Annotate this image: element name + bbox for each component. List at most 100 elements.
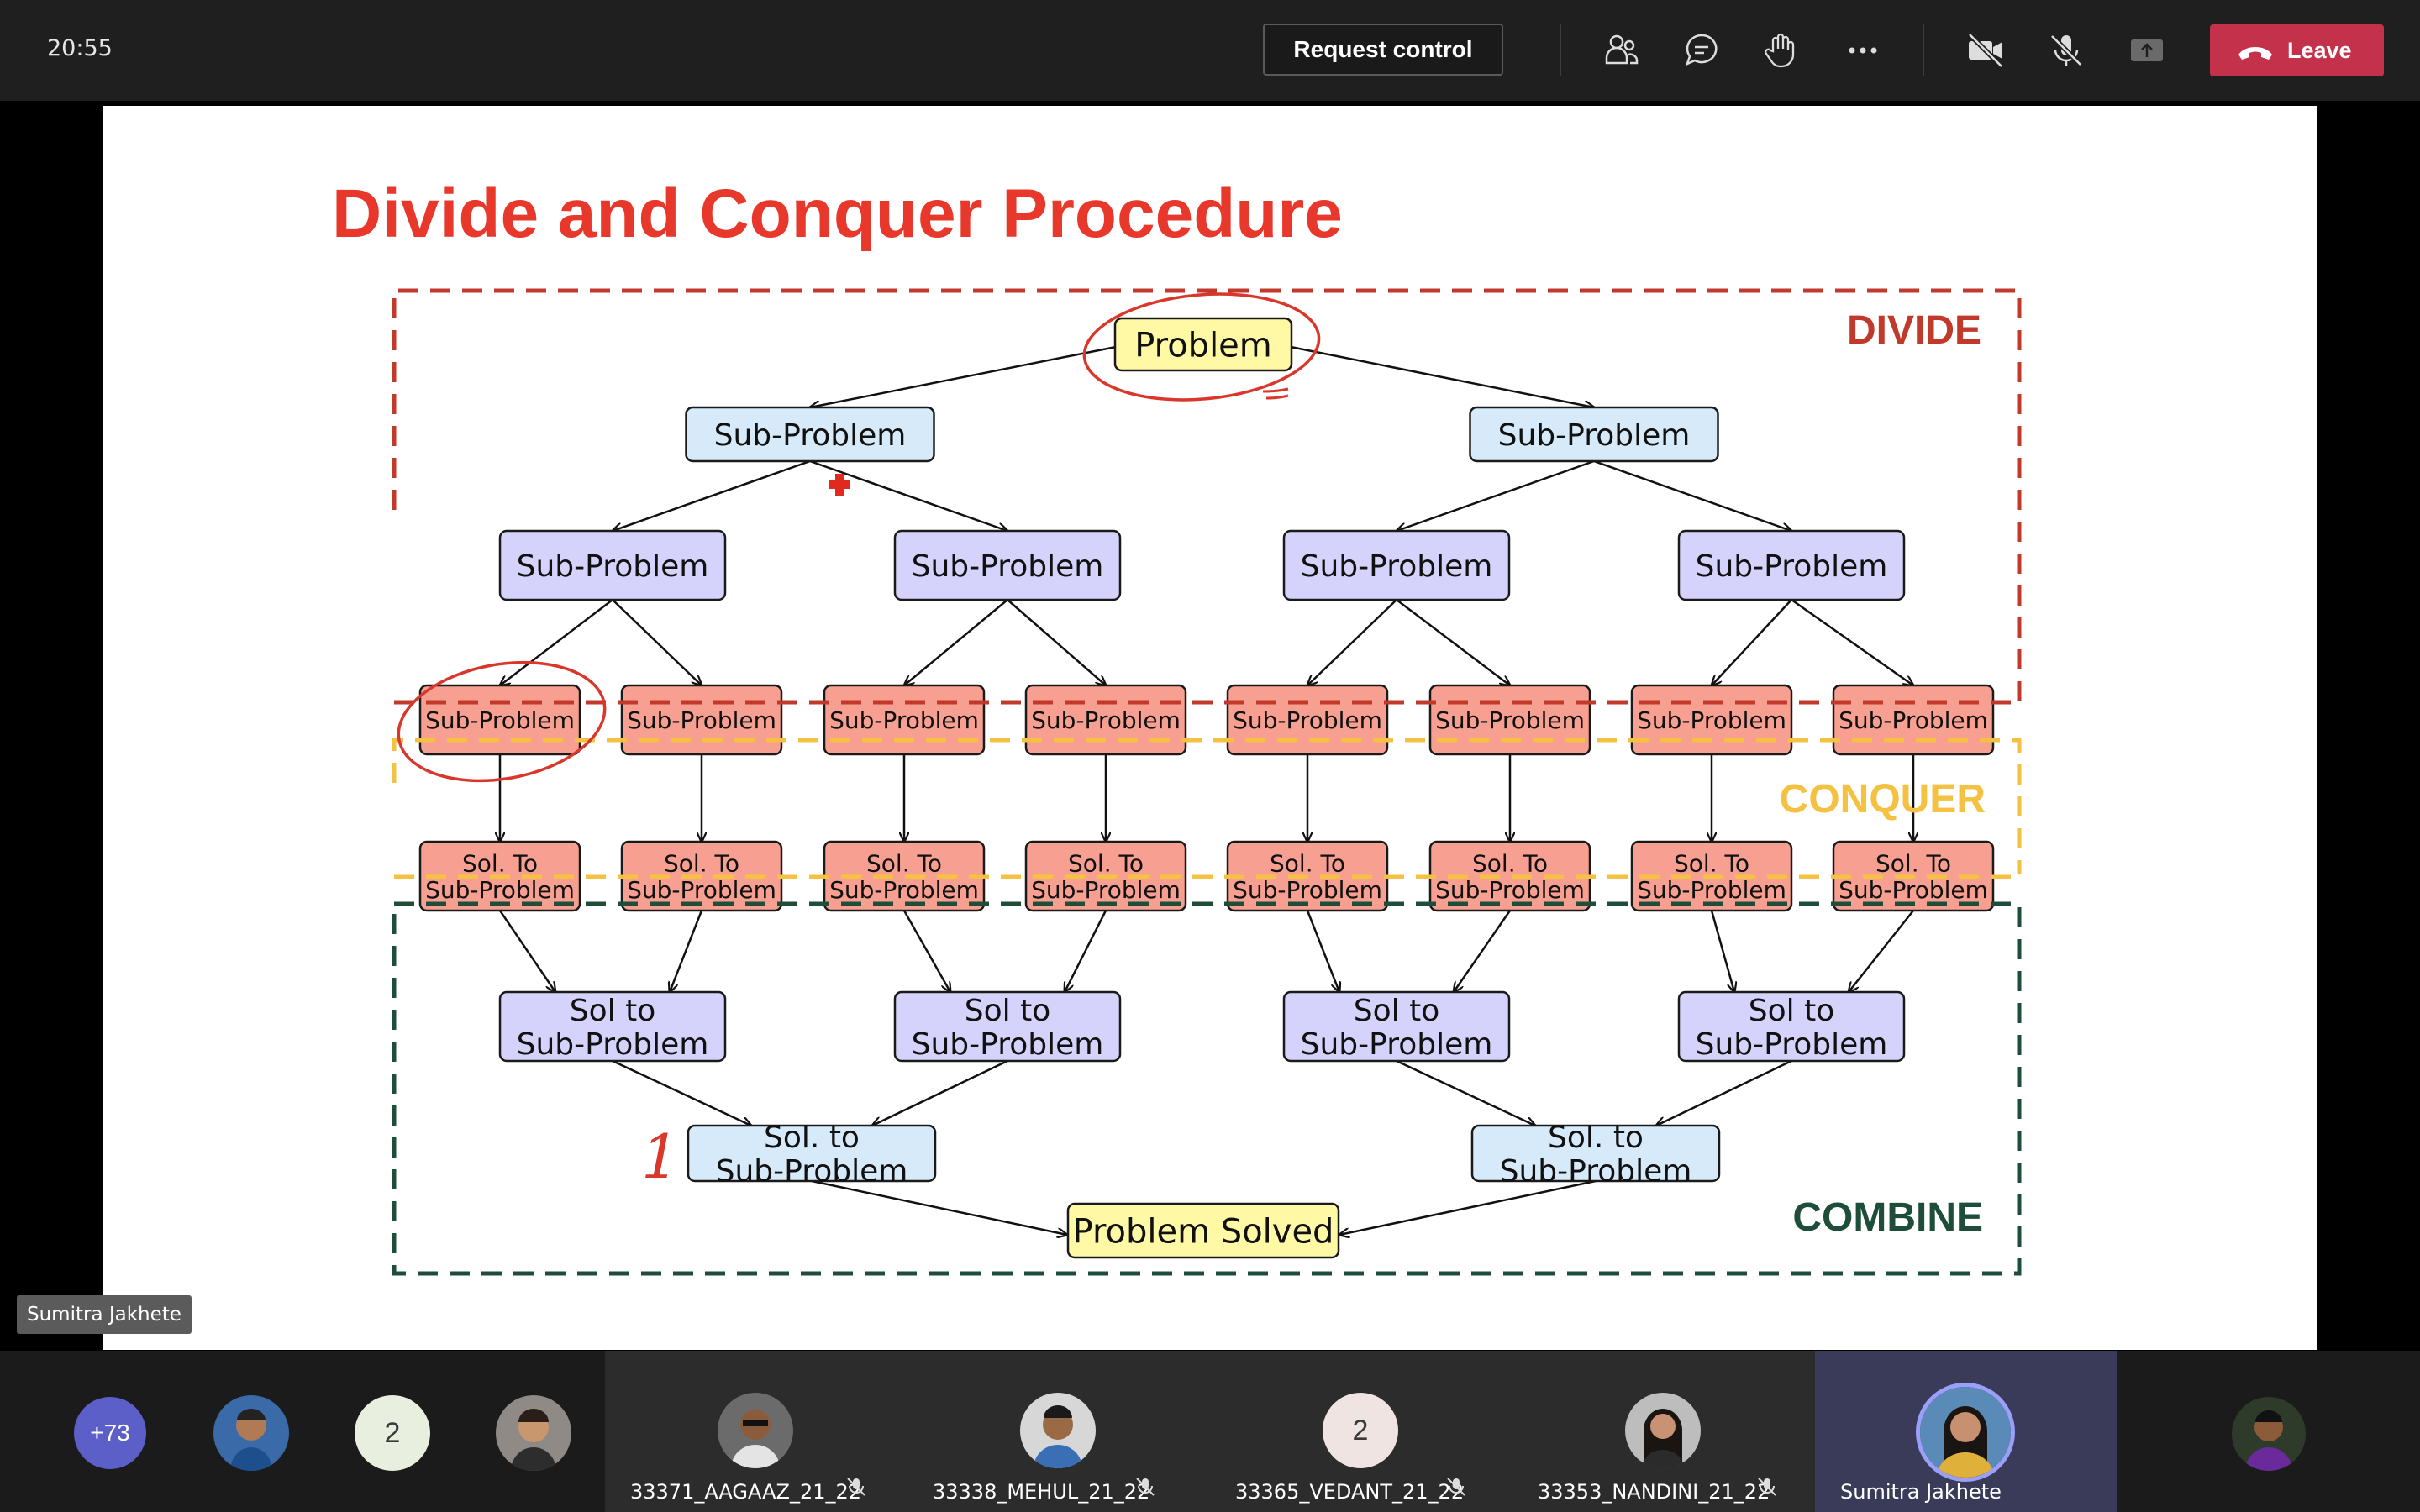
node-label: Sol to — [570, 994, 655, 1028]
participant-avatar[interactable] — [213, 1395, 289, 1471]
meeting-timer: 20:55 — [47, 35, 113, 61]
node-label: Sol. To — [1472, 849, 1548, 877]
raise-hand-icon[interactable] — [1761, 29, 1803, 71]
conquer-label: CONQUER — [1780, 777, 1986, 822]
participant-avatar[interactable] — [2232, 1397, 2306, 1471]
sub-problem-node: Sub-Problem — [498, 529, 727, 601]
participant-count-badge[interactable]: 2 — [355, 1395, 430, 1471]
node-label: Sol. to — [764, 1121, 860, 1155]
tree-edge — [809, 459, 1007, 531]
node-label: Sol. To — [1674, 849, 1749, 877]
tree-edge — [1307, 599, 1397, 685]
camera-off-icon[interactable] — [1965, 29, 2007, 71]
sub-problem-node: Sub-Problem — [620, 684, 783, 756]
tree-edge — [811, 1179, 1067, 1235]
tree-edge — [613, 459, 811, 531]
tree-edge — [872, 1059, 1008, 1126]
node-label: Sol. To — [866, 849, 942, 877]
share-icon[interactable] — [2126, 29, 2168, 71]
problem-node: Problem — [1113, 317, 1293, 372]
mic-off-icon — [845, 1476, 867, 1502]
pen-underline-annotation — [1262, 387, 1289, 400]
tree-edge — [1396, 1059, 1535, 1126]
node-label: Sub-Problem — [1498, 418, 1691, 453]
speaker-name-tag: Sumitra Jakhete — [17, 1295, 192, 1334]
node-label: Problem — [1134, 326, 1272, 365]
tree-edge — [1007, 599, 1106, 685]
node-label: Sub-Problem — [425, 706, 575, 734]
tree-edge — [904, 599, 1008, 685]
toolbar-divider — [1560, 24, 1561, 76]
pen-number-annotation: 1 — [641, 1121, 680, 1192]
node-label: Sol. To — [1068, 849, 1144, 877]
node-label: Sub-Problem — [1301, 1027, 1493, 1062]
node-label: Sol. To — [1876, 849, 1951, 877]
leave-button[interactable]: Leave — [2210, 24, 2384, 76]
node-label: Sol. To — [664, 849, 739, 877]
sub-problem-node: Sub-Problem — [1677, 529, 1906, 601]
sub-problem-node: Sub-Problem — [893, 529, 1122, 601]
slide-title: Divide and Conquer Procedure — [332, 176, 1343, 252]
tree-edge — [1397, 459, 1595, 531]
participant-tile[interactable]: 33338_MEHUL_21_22 — [908, 1351, 1210, 1512]
node-label: Sub-Problem — [1435, 706, 1585, 734]
leave-label: Leave — [2287, 38, 2352, 63]
node-label: Sub-Problem — [1031, 706, 1181, 734]
tree-edge — [810, 345, 1117, 407]
participant-tile-active-speaker[interactable]: Sumitra Jakhete — [1815, 1351, 2118, 1512]
node-label: Sol to — [1749, 994, 1834, 1028]
participant-strip: +73 2 33371_AAGAAZ_21_22 33338_MEHUL_21_… — [0, 1351, 2420, 1512]
node-label: Sub-Problem — [1031, 876, 1181, 904]
node-label: Sub-Problem — [425, 876, 575, 904]
tree-edge — [1656, 1059, 1792, 1126]
more-icon[interactable] — [1842, 29, 1884, 71]
tree-edge — [1593, 459, 1791, 531]
node-label: Sub-Problem — [829, 706, 979, 734]
sub-problem-node: Sub-Problem — [1428, 684, 1591, 756]
tree-edge — [1791, 598, 1913, 685]
node-label: Sub-Problem — [627, 876, 776, 904]
tree-edge — [500, 599, 613, 685]
node-label: Sub-Problem — [716, 1154, 908, 1189]
overflow-participants-button[interactable]: +73 — [74, 1397, 146, 1469]
node-label: Sub-Problem — [912, 1027, 1104, 1062]
node-label: Sub-Problem — [1500, 1154, 1692, 1189]
participant-avatar[interactable] — [496, 1395, 571, 1471]
request-control-button[interactable]: Request control — [1263, 24, 1503, 76]
participant-tile[interactable]: 33353_NANDINI_21_22 — [1512, 1351, 1815, 1512]
sub-problem-node: Sub-Problem — [1282, 529, 1511, 601]
participant-tile[interactable]: 2 33365_VEDANT_21_22 — [1210, 1351, 1512, 1512]
tree-edge — [1712, 599, 1792, 685]
node-label: Sub-Problem — [829, 876, 979, 904]
sub-problem-node: Sub-Problem — [1630, 684, 1793, 756]
combine-frame — [392, 901, 2022, 1276]
chat-icon[interactable] — [1681, 29, 1723, 71]
participant-avatar — [718, 1393, 793, 1468]
mic-off-icon — [1134, 1476, 1156, 1502]
mic-off-icon[interactable] — [2045, 29, 2087, 71]
node-label: Sub-Problem — [1233, 706, 1382, 734]
tree-edge — [1454, 910, 1512, 992]
sub-problem-node: Sub-Problem — [1469, 406, 1719, 463]
tree-edge — [498, 910, 555, 992]
node-label: Sol to — [1354, 994, 1439, 1028]
participant-name: 33365_VEDANT_21_22 — [1235, 1480, 1465, 1504]
tree-edge — [902, 910, 950, 992]
divide-frame — [392, 288, 2022, 702]
node-label: Sub-Problem — [1435, 876, 1585, 904]
sub-problem-node: Sub-Problem — [1024, 684, 1187, 756]
node-label: Sub-Problem — [1637, 876, 1786, 904]
node-label: Sub-Problem — [1637, 706, 1786, 734]
participant-avatar — [1020, 1393, 1096, 1468]
sub-problem-node: Sub-Problem — [1226, 684, 1389, 756]
mic-off-icon — [1445, 1476, 1467, 1502]
participant-tile[interactable]: 33371_AAGAAZ_21_22 — [605, 1351, 908, 1512]
conquer-frame — [392, 738, 2022, 874]
participants-icon[interactable] — [1600, 29, 1642, 71]
participant-avatar — [1625, 1393, 1701, 1468]
participant-name: 33371_AAGAAZ_21_22 — [630, 1480, 862, 1504]
node-label: Sub-Problem — [1696, 1027, 1888, 1062]
